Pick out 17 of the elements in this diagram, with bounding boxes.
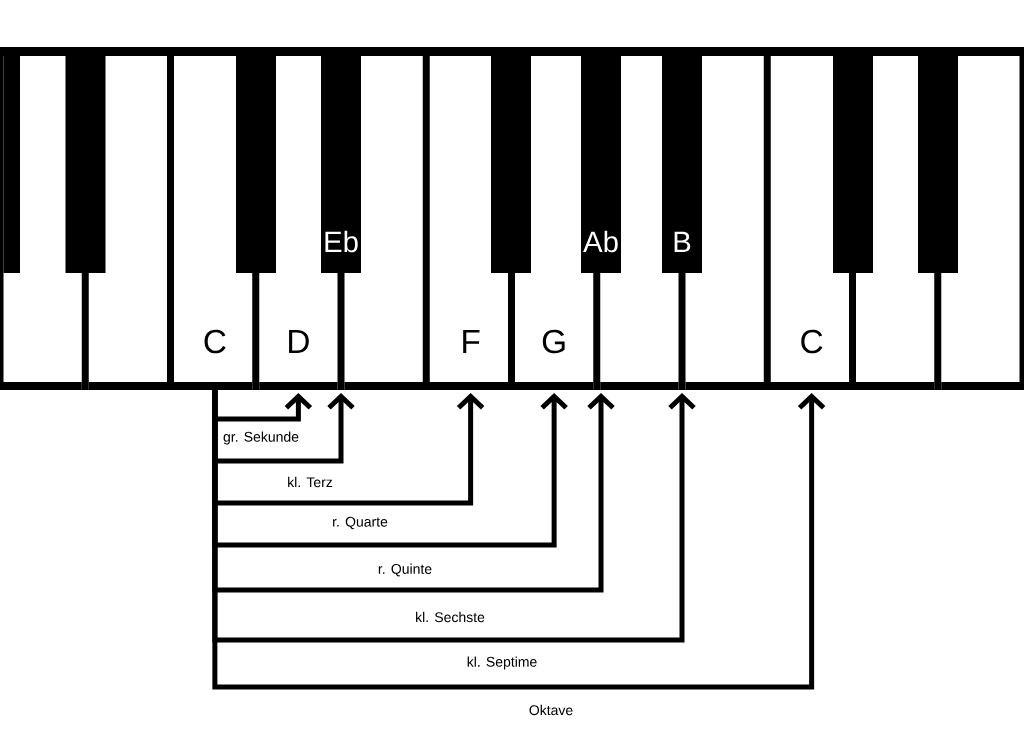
sharp-key bbox=[65, 56, 106, 390]
sharp-key bbox=[918, 56, 958, 390]
edge-label: kl. Sechste bbox=[413, 610, 487, 624]
sharp-key bbox=[236, 56, 276, 390]
sharp-key: Ab bbox=[581, 56, 621, 390]
sharp-key: B bbox=[662, 56, 702, 390]
edge-label: kl. Septime bbox=[465, 655, 539, 671]
edge-label: Oktave bbox=[527, 703, 575, 717]
edge-label: r. Quinte bbox=[376, 562, 434, 578]
sharp-key bbox=[833, 56, 873, 390]
edge-label: gr. Sekunde bbox=[221, 430, 301, 446]
sharp-key bbox=[491, 56, 531, 390]
arrow bbox=[212, 390, 826, 690]
edge-label: r. Quarte bbox=[330, 515, 390, 531]
node-label: B bbox=[674, 231, 691, 252]
sharp-key: Eb bbox=[321, 56, 361, 390]
edge-label: kl. Terz bbox=[285, 475, 335, 489]
